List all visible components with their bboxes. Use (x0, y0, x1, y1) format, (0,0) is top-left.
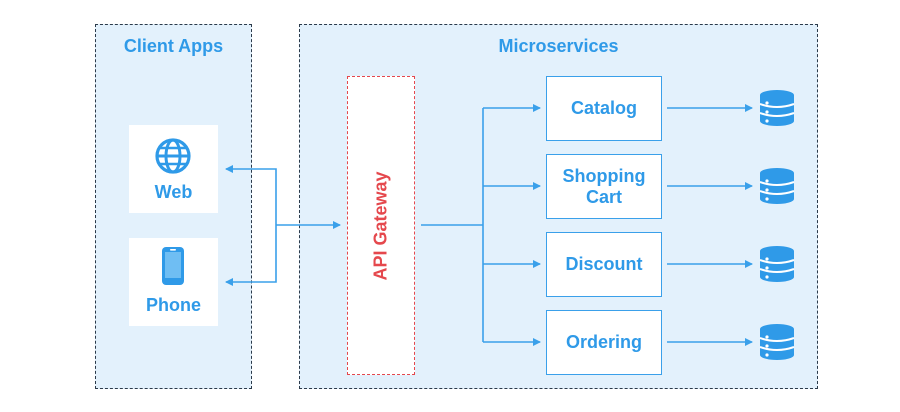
service-catalog-label: Catalog (570, 98, 637, 118)
microservices-title: Microservices (498, 36, 619, 56)
service-ordering-label: Ordering (565, 332, 642, 352)
smartphone-icon (162, 247, 184, 285)
api-gateway-label: API Gateway (370, 170, 391, 281)
api-gateway-box: API Gateway (347, 76, 415, 375)
client-apps-title: Client Apps (123, 36, 224, 56)
client-apps-panel: Client Apps (95, 24, 252, 389)
service-shopping-cart-label: Shopping Cart (562, 165, 646, 207)
web-client-box: Web (129, 125, 218, 213)
service-ordering: Ordering (546, 310, 662, 375)
service-shopping-cart: Shopping Cart (546, 154, 662, 219)
service-discount-label: Discount (565, 254, 643, 274)
phone-client-box: Phone (129, 238, 218, 326)
service-catalog: Catalog (546, 76, 662, 141)
service-discount: Discount (546, 232, 662, 297)
globe-icon (155, 138, 191, 174)
phone-label: Phone (145, 295, 201, 315)
web-label: Web (154, 182, 193, 202)
